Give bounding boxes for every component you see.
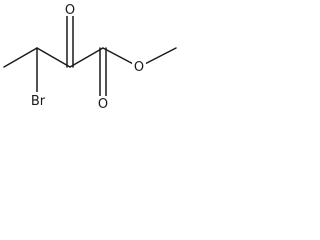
structural-formula: O Br O O <box>3 2 177 112</box>
label-bg-oxygen-ester-link <box>132 59 146 74</box>
bond-c4-c3 <box>3 47 38 68</box>
oxygen-ester-carbonyl-label: O <box>98 97 108 112</box>
oxygen-ester-link-label: O <box>134 60 144 75</box>
bond-c2-c1 <box>69 47 104 68</box>
label-bg-bromine <box>27 92 49 108</box>
bond-c3-c2 <box>36 47 71 68</box>
bromine-label: Br <box>31 94 46 109</box>
label-bg-oxygen-ketone <box>63 2 77 16</box>
label-bg-oxygen-ester-carbonyl <box>96 96 110 111</box>
oxygen-ketone-label: O <box>65 3 75 18</box>
